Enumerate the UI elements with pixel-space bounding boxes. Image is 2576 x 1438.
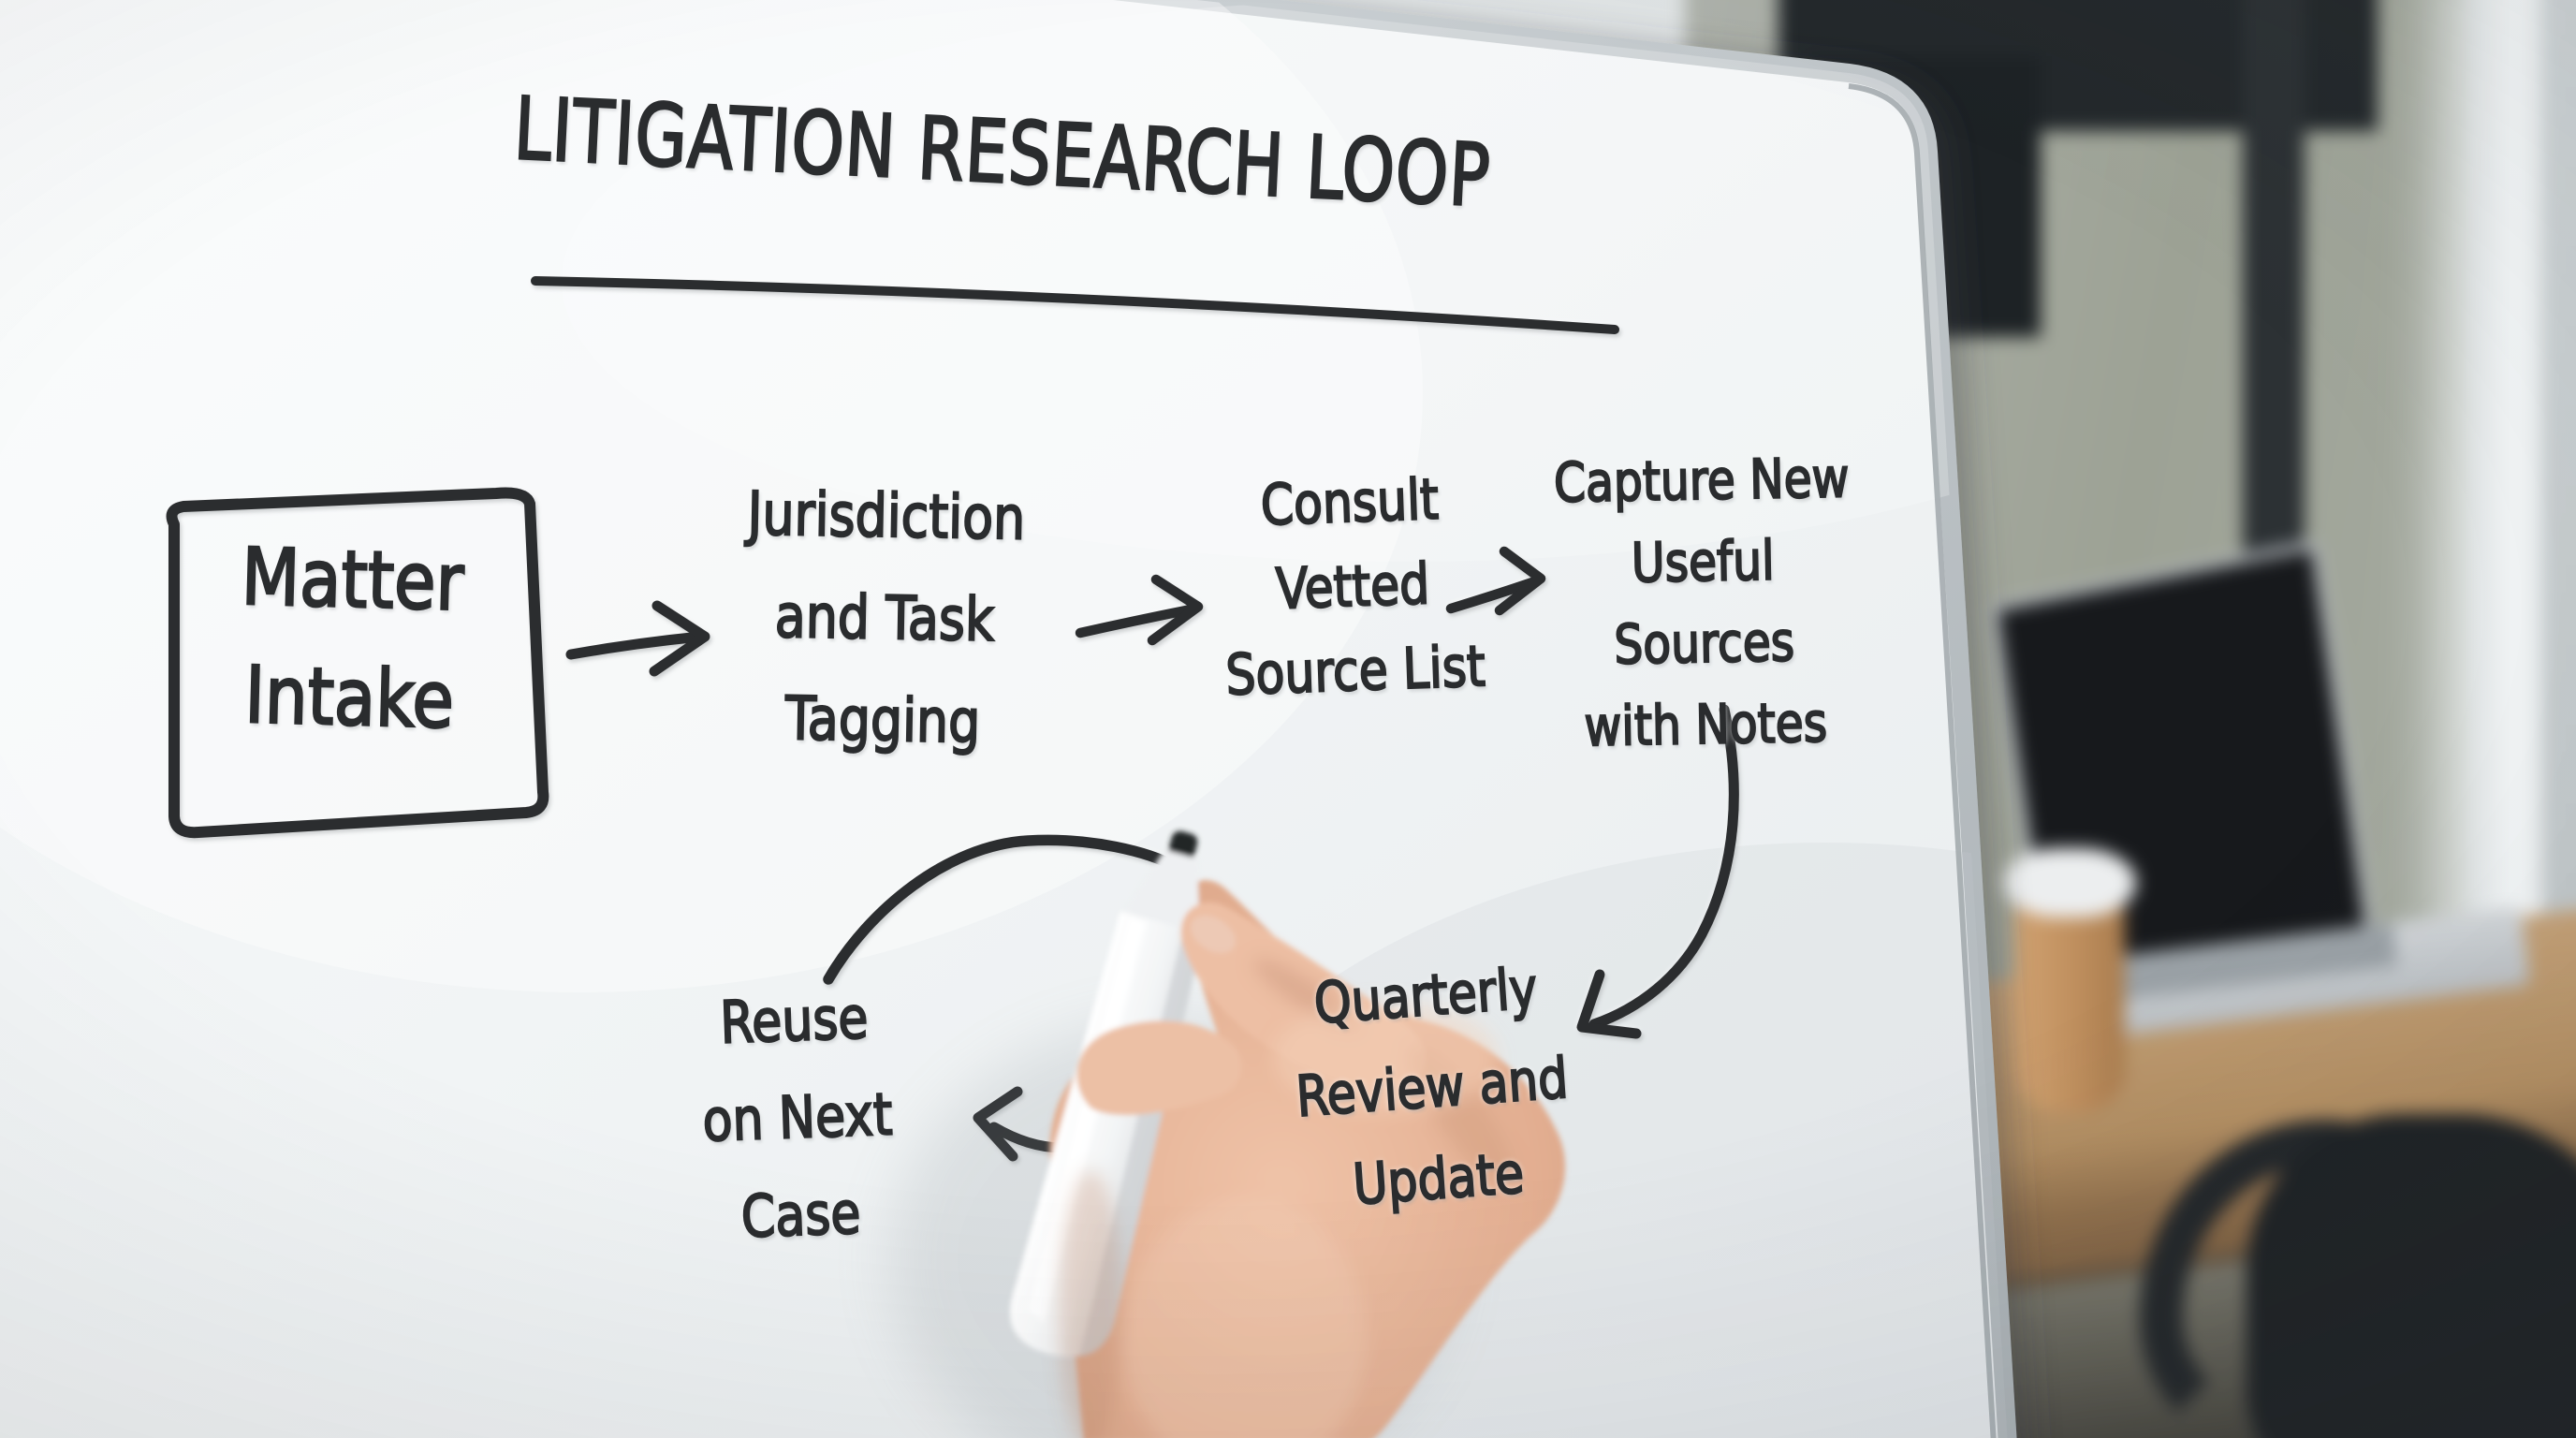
coffee-cup xyxy=(2014,901,2125,1112)
node-line: Reuse xyxy=(718,982,871,1057)
node-line: Jurisdiction xyxy=(746,478,1027,554)
node-capture-new-sources: Capture New Useful Sources with Notes xyxy=(1544,437,1864,769)
node-line: Matter xyxy=(240,530,466,629)
loop-curve-being-drawn xyxy=(823,834,1181,985)
node-consult-vetted-source-list: Consult Vetted Source List xyxy=(1195,455,1511,718)
arrow-capture-to-quarterly xyxy=(1576,704,1739,1039)
node-line: with Notes xyxy=(1583,690,1829,760)
node-matter-intake: Matter Intake xyxy=(199,517,504,760)
node-line: Vetted xyxy=(1274,550,1431,624)
arrow-jurisdiction-to-consult xyxy=(1075,574,1204,646)
node-line: Useful Sources xyxy=(1613,528,1796,678)
matter-intake-box xyxy=(166,487,549,839)
node-reuse-on-next-case: Reuse on Next Case xyxy=(651,967,944,1269)
marker-cone xyxy=(1123,849,1200,933)
node-line: on Next xyxy=(700,1079,894,1156)
coffee-cup-lid xyxy=(2003,848,2136,917)
marker-highlight xyxy=(1028,917,1147,1324)
arrow-matter-to-jurisdiction xyxy=(565,600,710,677)
dark-shelf-side xyxy=(2243,0,2305,562)
fingernail xyxy=(1191,916,1236,953)
node-jurisdiction-task-tagging: Jurisdiction and Task Tagging xyxy=(681,462,1088,775)
node-quarterly-review-update: Quarterly Review and Update xyxy=(1269,941,1594,1237)
node-line: Source List xyxy=(1223,633,1487,710)
node-line: Tagging xyxy=(783,683,982,758)
thumb xyxy=(1076,1020,1242,1116)
node-line: and Task xyxy=(773,581,996,656)
node-line: Capture New xyxy=(1552,445,1851,516)
office-chair xyxy=(2247,1114,2576,1438)
title-underline xyxy=(531,276,1619,334)
node-line: Consult xyxy=(1259,466,1441,540)
arrow-consult-to-capture xyxy=(1445,546,1546,616)
node-line: Case xyxy=(739,1178,863,1252)
node-line: Intake xyxy=(242,648,456,747)
